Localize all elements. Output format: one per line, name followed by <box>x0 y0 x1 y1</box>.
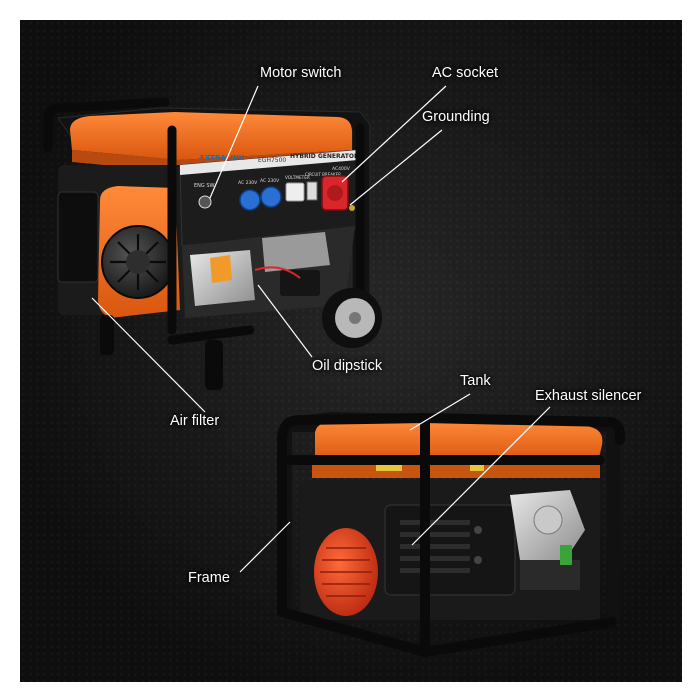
top-frame <box>43 97 365 345</box>
ac230-text-2: AC 230V <box>260 178 280 184</box>
bottom-fuel-tank <box>315 420 603 462</box>
ac400-text: AC400V <box>332 166 351 172</box>
product-text: HYBRID GENERATOR <box>290 153 359 160</box>
callout-motor-switch: Motor switch <box>260 65 342 81</box>
callout-exhaust-silencer: Exhaust silencer <box>535 388 642 404</box>
top-generator: EXTRALINK EGH7500 HYBRID GENERATOR ENG S… <box>43 97 382 390</box>
callout-tank: Tank <box>460 373 491 389</box>
fuel-tank <box>70 112 352 160</box>
callout-ac-socket: AC socket <box>432 65 499 81</box>
ac230-text-1: AC 230V <box>238 180 258 186</box>
circuit-breaker <box>306 181 318 201</box>
brand-text: EXTRALINK <box>200 154 245 162</box>
breaker-text: CIRCUIT BREAKER <box>305 172 341 177</box>
callout-lines <box>91 85 551 573</box>
air-filter-box <box>57 191 99 283</box>
exhaust-silencer <box>384 504 516 596</box>
blue-socket-2 <box>260 186 282 208</box>
model-text: EGH7500 <box>258 157 286 164</box>
callout-grounding: Grounding <box>422 109 490 125</box>
engine-switch <box>198 195 212 209</box>
callout-oil-dipstick: Oil dipstick <box>312 358 383 374</box>
callout-air-filter: Air filter <box>170 413 220 429</box>
eng-sw-text: ENG SW <box>194 183 215 189</box>
blue-socket-1 <box>239 189 261 211</box>
voltmeter <box>285 182 305 202</box>
bottom-generator <box>277 412 626 658</box>
callout-frame: Frame <box>188 570 230 586</box>
voltmeter-text: VOLTMETER <box>285 175 310 180</box>
grounding-terminal <box>349 205 355 211</box>
bottom-frame <box>277 413 626 658</box>
